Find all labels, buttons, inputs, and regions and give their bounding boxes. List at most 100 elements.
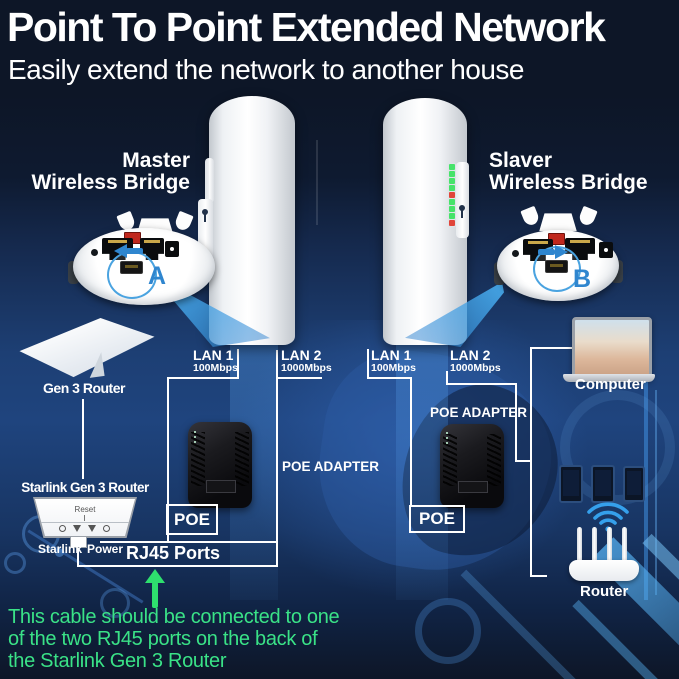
router-antenna	[577, 527, 582, 564]
green-arrow-up-icon	[145, 569, 165, 583]
master-bridge-device	[209, 96, 295, 345]
slaver-bridge-bracket	[456, 162, 469, 238]
master-bridge-label: Master Wireless Bridge	[20, 149, 190, 194]
lan2-master-label: LAN 2 1000Mbps	[281, 348, 332, 374]
starlink-port-label: Starlink	[38, 542, 83, 556]
cable-lan2-slaver-v1	[515, 383, 517, 462]
dc-power-port-icon	[599, 242, 613, 258]
lan-port-name: LAN 2	[281, 347, 322, 363]
lan-port-speed: 100Mbps	[193, 361, 238, 374]
cable-to-computer	[530, 347, 574, 349]
slaver-bridge-label-line1: Slaver	[489, 149, 553, 172]
router-antenna	[607, 527, 612, 564]
reset-label: Reset	[74, 505, 96, 514]
led-green	[449, 199, 455, 205]
lan-port-speed: 1000Mbps	[450, 361, 501, 374]
poe-box-right-label: POE	[419, 509, 455, 528]
lan2-slaver-label: LAN 2 1000Mbps	[450, 348, 501, 374]
background-ring-bottom	[415, 598, 481, 664]
poe-adapter-left-label: POE ADAPTER	[282, 459, 380, 474]
lan-port-speed: 100Mbps	[371, 361, 416, 374]
slaver-bridge-label: Slaver Wireless Bridge	[489, 149, 674, 195]
green-arrow-shaft	[152, 582, 158, 608]
vent-right	[235, 432, 250, 486]
adapter-tag	[205, 480, 237, 493]
adapter-leds	[446, 432, 449, 445]
lan1-slaver-label: LAN 1 100Mbps	[371, 348, 416, 374]
vent-left	[442, 434, 457, 487]
device-bottom-wing-right-ear	[173, 210, 194, 233]
lan-port-name: LAN 2	[450, 347, 491, 363]
power-port-label: Power	[87, 542, 124, 556]
cable-lan1-master-bottom	[167, 377, 239, 379]
led-status-strip	[448, 163, 456, 227]
port-hole-icon	[59, 525, 66, 532]
lan1-master-label: LAN 1 100Mbps	[193, 348, 238, 374]
background-circuit-trace-2	[460, 569, 580, 679]
note-text: This cable should be connected to one of…	[8, 606, 340, 672]
poe-adapter-left	[188, 422, 252, 508]
master-bridge-bracket-arm	[205, 158, 214, 203]
adapter-leds	[194, 430, 197, 443]
port-view-letter-b: B	[573, 265, 592, 293]
keyhole-slit-icon	[204, 214, 206, 222]
rj45-ports-label: RJ45 Ports	[126, 543, 221, 563]
led-green	[449, 164, 455, 170]
note-line-1: This cable should be connected to one	[8, 606, 340, 628]
reset-hole-icon	[512, 250, 519, 257]
cable-lan2-master-to-rj45	[276, 350, 278, 567]
keyhole-icon	[202, 209, 208, 215]
cable-lan1-master-edge	[237, 349, 239, 379]
page-title: Point To Point Extended Network	[7, 4, 606, 50]
wifi-icon	[587, 502, 629, 532]
led-red	[449, 192, 455, 198]
keyhole-slit-icon	[461, 210, 463, 218]
router-antenna	[592, 527, 597, 564]
adapter-tag	[457, 480, 489, 493]
port-plug-icon	[88, 525, 96, 532]
lan-port-name: LAN 1	[193, 347, 234, 363]
phone-icon	[559, 465, 583, 503]
lan-port-name: LAN 1	[371, 347, 412, 363]
zoomed-port-icon	[120, 261, 143, 274]
router-label: Router	[580, 583, 629, 600]
poe-box-left: POE	[166, 504, 218, 535]
phone-icon	[623, 466, 645, 502]
rj45-box-top	[100, 541, 278, 543]
device-bottom-wing-right-ear	[577, 205, 598, 228]
background-circuit-ring-2	[4, 552, 26, 574]
master-bridge-label-line1: Master	[122, 149, 190, 172]
dish-kickstand	[86, 352, 105, 378]
laptop-screen	[572, 317, 652, 380]
background-faint-pole	[316, 140, 318, 225]
cable-lan1-slaver-edge	[367, 349, 369, 379]
port-view-letter-a: A	[148, 262, 167, 290]
device-bottom-wing-left-ear	[520, 205, 541, 228]
port-plug-icon	[73, 525, 81, 532]
cable-lan2-slaver-drop	[446, 371, 448, 384]
cable-dish-to-starlink	[82, 399, 84, 479]
cable-lan1-slaver-to-poe	[410, 378, 412, 507]
computer-label: Computer	[575, 376, 646, 393]
blue-arrow-left-bar	[126, 248, 143, 254]
background-beam-2	[642, 533, 679, 650]
led-green	[449, 185, 455, 191]
cable-trunk-right	[530, 347, 532, 577]
router-antenna	[622, 527, 627, 564]
blue-arrow-left-icon	[114, 244, 127, 258]
led-green	[449, 171, 455, 177]
lan-port-speed: 1000Mbps	[281, 361, 332, 374]
port-hole-icon	[103, 525, 110, 532]
slaver-bridge-label-line2: Wireless Bridge	[489, 171, 648, 195]
led-green	[449, 206, 455, 212]
device-bottom-wing-center	[539, 213, 577, 231]
zoomed-port-icon	[545, 260, 568, 273]
keyhole-icon	[459, 205, 465, 211]
note-line-3: the Starlink Gen 3 Router	[8, 650, 227, 672]
vent-right	[487, 434, 502, 487]
cable-lan1-master-to-poe	[167, 378, 169, 542]
reset-hole-icon	[91, 249, 98, 256]
background-beam-1	[592, 537, 679, 679]
starlink-router-device: Reset	[33, 497, 137, 538]
